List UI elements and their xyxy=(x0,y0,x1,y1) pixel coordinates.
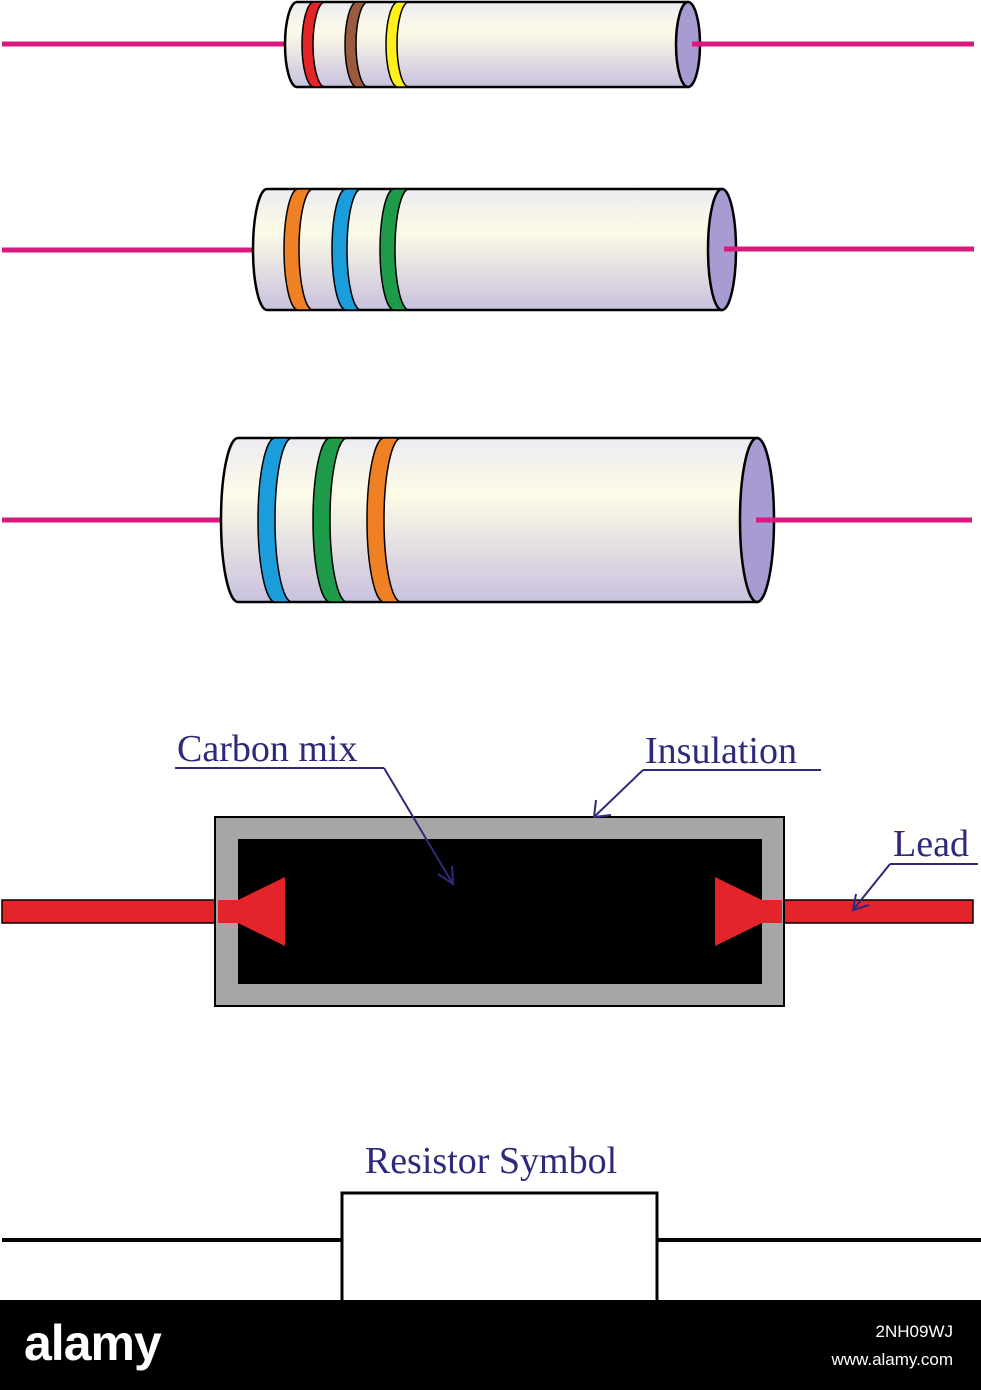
carbon-mix-label: Carbon mix xyxy=(177,728,357,770)
lead-arrowhead xyxy=(851,893,870,912)
lead-cap-left xyxy=(218,877,285,946)
resistor-1 xyxy=(2,0,974,89)
watermark-footer: alamy 2NH09WJ www.alamy.com xyxy=(0,1300,981,1390)
image-id: 2NH09WJ www.alamy.com xyxy=(831,1318,953,1374)
image-id-code: 2NH09WJ xyxy=(875,1322,953,1341)
lead-cap-right xyxy=(715,877,782,946)
lead-label: Lead xyxy=(893,823,969,865)
color-band-1 xyxy=(301,1,326,88)
carbon-mix-arrowhead xyxy=(437,865,455,886)
resistor-cutaway: Carbon mix Insulation Lead xyxy=(1,728,978,1007)
resistor-body xyxy=(251,187,724,312)
resistor-2 xyxy=(2,187,974,312)
color-band-3 xyxy=(366,437,402,603)
color-band-2 xyxy=(344,1,369,88)
lead-bar-right xyxy=(781,899,974,924)
color-band-2 xyxy=(331,188,362,311)
color-band-3 xyxy=(385,1,410,88)
color-band-1 xyxy=(257,437,293,603)
resistor-body xyxy=(283,0,690,89)
resistor-3 xyxy=(2,436,972,604)
insulation-arrowhead xyxy=(592,799,612,819)
carbon-mix-core xyxy=(238,839,762,984)
site-url: www.alamy.com xyxy=(831,1350,953,1369)
brand-logo: alamy xyxy=(24,1315,162,1371)
symbol-box xyxy=(340,1191,659,1307)
insulation-leader xyxy=(593,769,644,818)
resistor-symbol-title: Resistor Symbol xyxy=(365,1140,617,1182)
lead-bar-left xyxy=(1,899,219,924)
color-band-3 xyxy=(379,188,410,311)
resistor-body xyxy=(219,436,759,604)
lead-leader xyxy=(852,863,891,911)
color-band-2 xyxy=(312,437,348,603)
resistor-symbol: Resistor Symbol xyxy=(2,1140,981,1307)
insulation-label: Insulation xyxy=(645,730,797,772)
carbon-mix-leader xyxy=(383,767,454,885)
color-band-1 xyxy=(283,188,314,311)
